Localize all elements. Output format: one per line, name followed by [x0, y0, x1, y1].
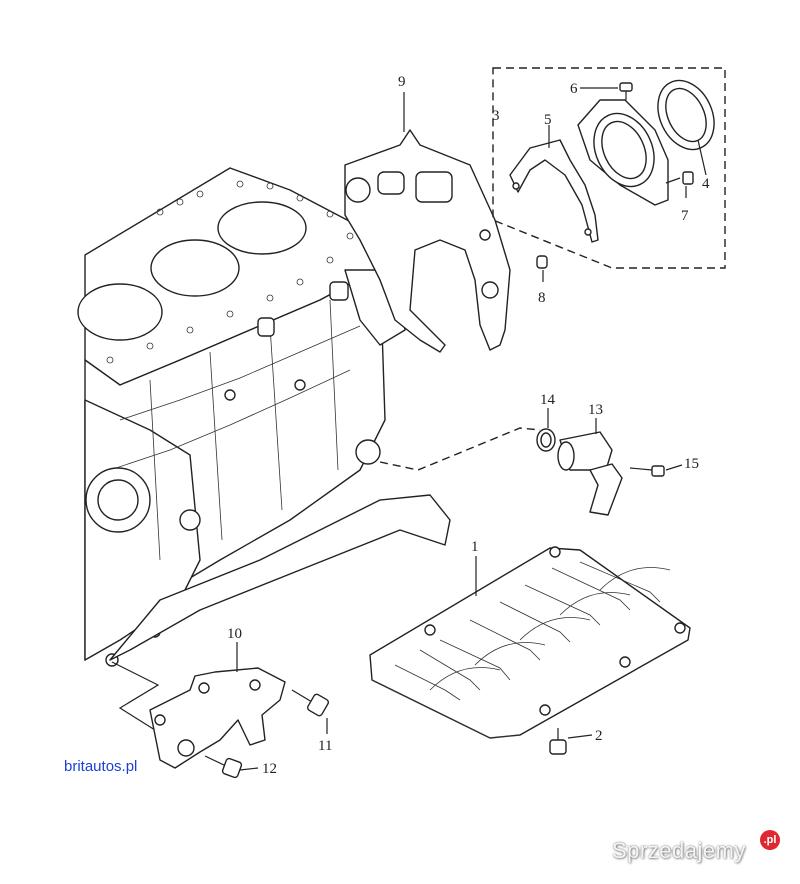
callout-6: 6	[570, 81, 578, 97]
part-15-bolt	[629, 465, 665, 477]
callout-15: 15	[684, 456, 699, 472]
part-8-dowel	[536, 255, 548, 269]
callout-10: 10	[227, 626, 242, 642]
callout-7: 7	[681, 208, 689, 224]
group-3-outline	[492, 67, 726, 269]
source-text: britautos.pl	[64, 758, 138, 775]
part-1-bedplate	[369, 546, 691, 739]
part-5-housing	[509, 139, 599, 243]
watermark-badge: .pl	[760, 830, 780, 850]
watermark-text: Sprzedajemy	[612, 838, 746, 863]
leader-10-bracket	[111, 661, 160, 731]
part-10-bracket	[149, 667, 286, 769]
part-6-bolt	[619, 82, 633, 100]
part-7-bolt	[665, 171, 694, 185]
callout-2: 2	[595, 728, 603, 744]
callout-4: 4	[702, 176, 710, 192]
engine-block	[77, 167, 451, 667]
part-12-bolt	[204, 755, 243, 779]
callout-8: 8	[538, 290, 546, 306]
callout-14: 14	[540, 392, 556, 408]
leader-dashed-13	[379, 427, 541, 471]
callout-13: 13	[588, 402, 603, 418]
leader-lines	[236, 87, 707, 771]
callout-1: 1	[471, 539, 479, 555]
part-4-seal	[657, 79, 715, 151]
callout-numbers: 9 6 3 5 4 7 8 14 13 15 1 2 10 11 12	[227, 74, 710, 777]
part-seal-carrier	[577, 99, 669, 206]
part-9-gasket	[344, 129, 511, 353]
part-11-bolt	[291, 689, 330, 717]
part-13-pump-pickup	[557, 431, 623, 516]
callout-12: 12	[262, 761, 277, 777]
callout-11: 11	[318, 738, 332, 754]
callout-3: 3	[492, 108, 500, 124]
callout-5: 5	[544, 112, 552, 128]
part-14-oring	[536, 428, 556, 452]
part-2-bolt	[549, 728, 567, 755]
callout-9: 9	[398, 74, 406, 90]
